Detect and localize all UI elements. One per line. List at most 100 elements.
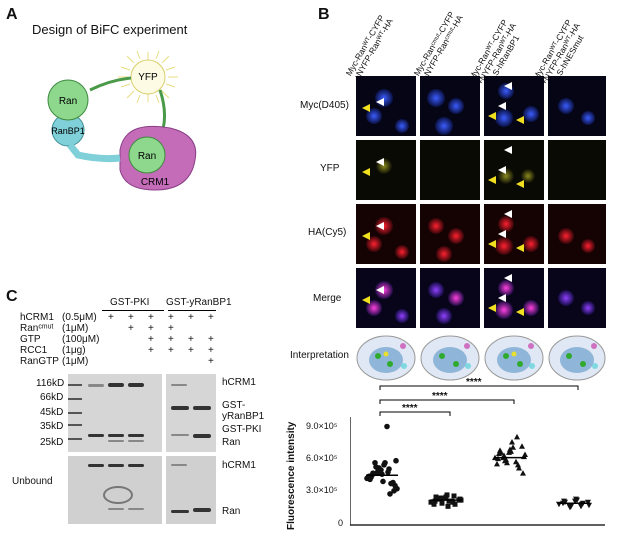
data-point (372, 459, 378, 466)
ran-bottom-label: Ran (138, 151, 156, 162)
header-gst-yranbp1: GST-yRanBP1 (166, 297, 232, 308)
panel-c-letter: C (6, 288, 18, 305)
data-point (506, 449, 512, 455)
data-point (514, 433, 520, 440)
sig-label-2: **** (432, 391, 448, 402)
panel-b-letter: B (318, 6, 330, 23)
microscopy-grid (356, 76, 606, 328)
significance-brackets (379, 385, 579, 416)
reagent-mark: + (148, 334, 154, 345)
sig-label-1: **** (466, 377, 482, 388)
reagent-mark: + (108, 312, 114, 323)
data-point (585, 499, 591, 506)
reagent-mark: + (128, 312, 134, 323)
reagent-mark: + (188, 312, 194, 323)
reagent-conc: (1μM) (62, 323, 89, 334)
plot-ylabel: Fluorescence intensity (286, 421, 297, 530)
data-point (378, 467, 384, 473)
reagent-mark: + (148, 345, 154, 356)
right-label-gst-pki: GST-PKI (222, 424, 262, 435)
data-point (520, 470, 526, 476)
col-label-2: Myc-Ranᶜᵐᵘᵗ-CYFP +NYFP-Ranᶜᵐᵘᵗ-HA (412, 9, 465, 82)
data-point (390, 479, 396, 486)
row-label-ha: HA(Cy5) (308, 227, 347, 238)
right-label-gst: GST- (222, 400, 246, 411)
data-point (384, 423, 390, 430)
data-point (428, 499, 434, 505)
reagent-name: RanGTP (20, 356, 59, 367)
marker-25: 25kD (40, 437, 64, 448)
reagent-conc: (1μg) (62, 345, 86, 356)
data-point (385, 469, 391, 475)
data-point (393, 457, 399, 464)
reagent-mark: + (128, 323, 134, 334)
plot-ylabel-wrap: Fluorescence intensity (286, 420, 302, 530)
gel-bound-left (68, 374, 162, 452)
ytick-0: 0 (338, 518, 344, 528)
unbound-label: Unbound (12, 476, 53, 487)
gel-bound-right (166, 374, 216, 452)
reagent-mark: + (168, 334, 174, 345)
data-point (380, 478, 386, 485)
right-label-ran: Ran (222, 437, 241, 448)
reagent-mark: + (208, 345, 214, 356)
marker-116: 116kD (36, 378, 65, 389)
col-label-1: Myc-Ranᵂᵀ-CYFP +NYFP-Ranᵂᵀ-HA (344, 13, 395, 82)
unbound-ran: Ran (222, 506, 241, 517)
data-point (566, 502, 572, 509)
ytick-6: 6.0×10⁵ (306, 453, 338, 463)
ranbp1-label: RanBP1 (51, 126, 85, 136)
crm1-label: CRM1 (141, 177, 170, 188)
data-point (515, 461, 521, 468)
right-label-yranbp1: yRanBP1 (222, 411, 265, 422)
data-point (432, 498, 438, 504)
data-point (494, 460, 500, 467)
ran-top-label: Ran (59, 96, 77, 107)
row-label-interpretation: Interpretation (290, 350, 349, 361)
data-point (519, 443, 525, 449)
row-label-merge: Merge (313, 293, 342, 304)
reagent-mark: + (168, 345, 174, 356)
gel-unbound-right (166, 456, 216, 524)
marker-45: 45kD (40, 407, 64, 418)
marker-66: 66kD (40, 392, 64, 403)
right-label-hcrm1: hCRM1 (222, 377, 256, 388)
reagent-mark: + (208, 334, 214, 345)
ytick-9: 9.0×10⁵ (306, 421, 338, 431)
ytick-3: 3.0×10⁵ (306, 485, 338, 495)
reagent-mark: + (168, 312, 174, 323)
reagent-mark: + (148, 312, 154, 323)
marker-35: 35kD (40, 421, 64, 432)
data-point (445, 503, 451, 509)
data-point (513, 458, 519, 465)
reagent-mark: + (188, 334, 194, 345)
reagent-conc: (0.5μM) (62, 312, 97, 323)
data-point (433, 494, 439, 500)
bifc-diagram: YFP Ran RanBP1 Ran CRM1 (47, 50, 197, 191)
panel-a-title: Design of BiFC experiment (32, 22, 188, 37)
sig-label-3: **** (402, 403, 418, 414)
reagent-mark: + (148, 323, 154, 334)
header-line-right (168, 310, 216, 311)
data-point (439, 500, 445, 506)
data-point (431, 501, 437, 507)
gel-unbound-left (68, 456, 162, 524)
data-point (391, 487, 397, 494)
reagent-mark: + (208, 312, 214, 323)
reagent-mark: + (188, 345, 194, 356)
header-line-left (102, 310, 164, 311)
data-point (446, 498, 452, 504)
reagent-name: RCC1 (20, 345, 48, 356)
reagent-conc: (1μM) (62, 356, 89, 367)
data-point (510, 444, 516, 450)
reagent-mark: + (208, 356, 214, 367)
unbound-hcrm1: hCRM1 (222, 460, 256, 471)
data-point (495, 455, 501, 462)
data-point (496, 450, 502, 456)
interpretation-row (356, 335, 606, 381)
row-label-yfp: YFP (320, 163, 340, 174)
data-point (516, 464, 522, 471)
reagent-name: GTP (20, 334, 41, 345)
data-point (572, 498, 578, 505)
data-point (437, 496, 443, 502)
